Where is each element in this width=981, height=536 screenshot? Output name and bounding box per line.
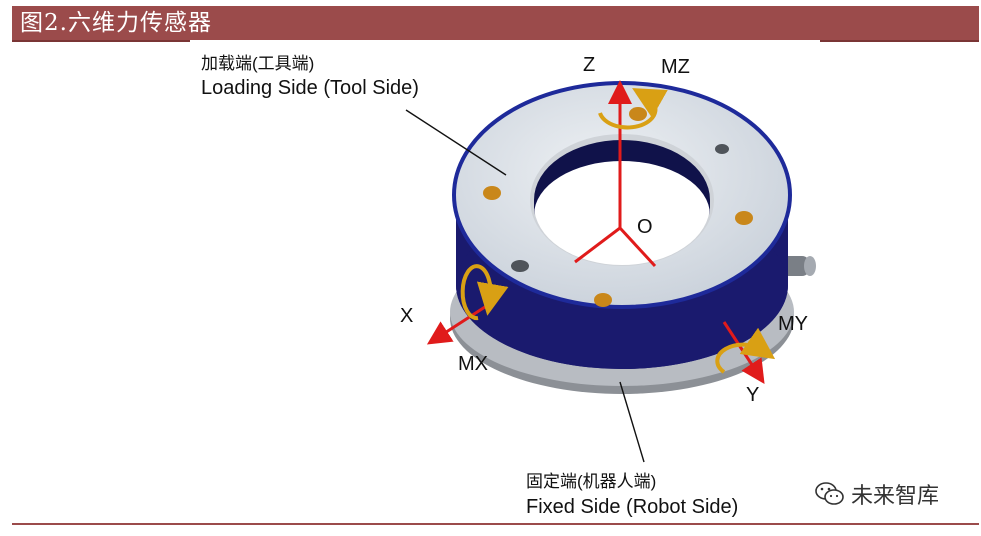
y-axis-label: Y [746,384,760,406]
wechat-icon [815,482,844,505]
mx-moment-arrow [460,264,509,321]
origin-label: O [637,216,653,238]
watermark: 未来智库 [815,478,939,510]
x-axis-label: X [400,305,414,327]
bottom-rule [12,523,979,525]
my-label: MY [778,313,808,335]
z-axis-label: Z [583,54,596,76]
title-divider [190,40,820,42]
figure-title: 图2.六维力传感器 [20,10,212,36]
loading-side-leader [405,109,507,176]
watermark-text: 未来智库 [851,484,940,509]
my-moment-arrow [715,327,776,374]
fixed-side-leader [619,381,645,463]
mz-label: MZ [661,56,690,78]
y-axis-inner-line [618,226,657,268]
mz-moment-arrow [598,88,668,130]
sensor-ring-top [452,81,792,309]
fixed-side-label-cn: 固定端(机器人端) [526,472,657,491]
mx-label: MX [458,353,488,375]
loading-side-label-cn: 加载端(工具端) [201,54,315,73]
x-axis-inner-line [574,226,621,264]
fixed-side-label-en: Fixed Side (Robot Side) [526,496,739,518]
loading-side-label-en: Loading Side (Tool Side) [201,77,419,99]
